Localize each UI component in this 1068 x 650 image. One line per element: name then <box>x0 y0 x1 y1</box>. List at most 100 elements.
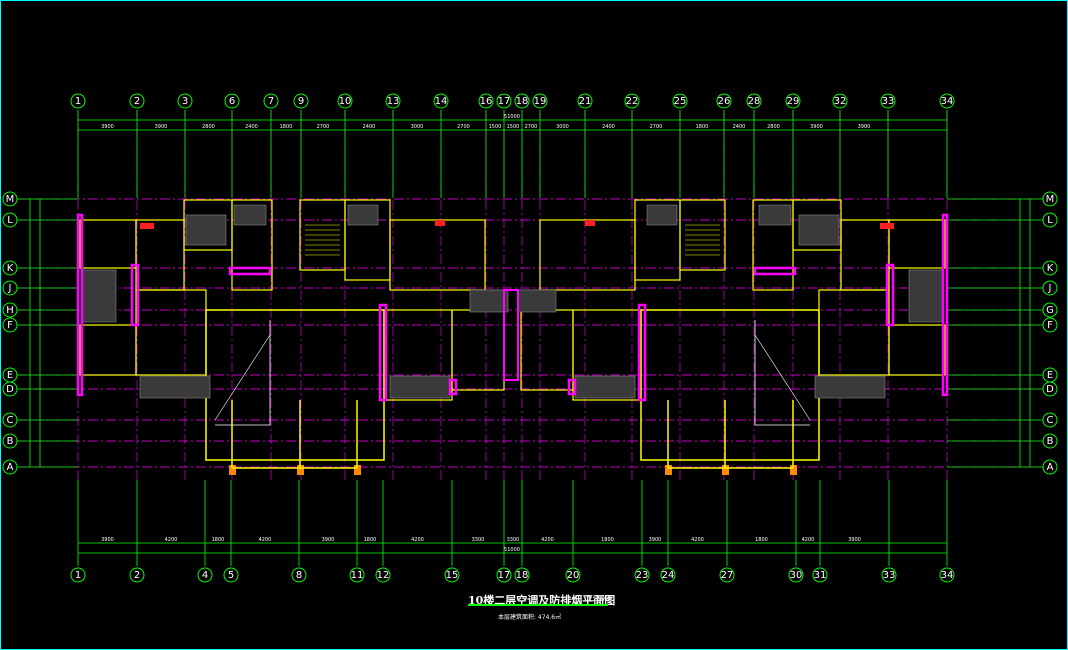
axis-bubble: 21 <box>577 93 593 109</box>
dim-label: 2400 <box>245 124 258 130</box>
axis-label: 3 <box>182 96 188 107</box>
axis-label: L <box>7 215 13 226</box>
axis-bubble: 28 <box>746 93 762 109</box>
axis-bubble: 18 <box>514 93 530 109</box>
axis-label: 17 <box>498 96 511 107</box>
column <box>722 465 729 475</box>
dim-label: 1800 <box>364 537 377 543</box>
drawing-title: 10楼二层空调及防排烟平面图 <box>468 594 616 607</box>
axis-bubble: D <box>2 381 18 397</box>
dim-label: 3900 <box>810 124 823 130</box>
dim-label: 2400 <box>733 124 746 130</box>
axis-label: 1 <box>75 570 81 581</box>
axis-label: C <box>7 415 14 426</box>
dim-label: 2700 <box>525 124 538 130</box>
title-underline <box>468 604 608 606</box>
axis-bubble: 2 <box>129 93 145 109</box>
axis-label: 18 <box>516 570 529 581</box>
axis-bubble: 17 <box>496 93 512 109</box>
column <box>790 465 797 475</box>
room-outline <box>135 289 207 376</box>
axis-bubble: 23 <box>634 567 650 583</box>
dim-label: 1500 <box>507 124 520 130</box>
axis-bubble: 30 <box>788 567 804 583</box>
axis-bubble: 34 <box>939 93 955 109</box>
dim-label: 1800 <box>212 537 225 543</box>
room-outline <box>539 219 636 291</box>
drawing-subtitle: 本层建筑面积: 474.6㎡ <box>498 614 562 621</box>
axis-bubble: 14 <box>433 93 449 109</box>
axis-bubble: 12 <box>375 567 391 583</box>
axis-label: 1 <box>75 96 81 107</box>
axis-bubble: 34 <box>939 567 955 583</box>
hatched-area <box>347 204 379 226</box>
axis-bubble: 6 <box>224 93 240 109</box>
axis-bubble: 1 <box>70 567 86 583</box>
axis-label: 8 <box>296 570 302 581</box>
room-outline <box>231 199 273 291</box>
axis-label: 31 <box>814 570 827 581</box>
hatched-area <box>798 214 840 246</box>
hatched-area <box>139 375 211 399</box>
dim-label: 3900 <box>101 124 114 130</box>
axis-bubble: A <box>2 459 18 475</box>
room-outline <box>130 263 140 327</box>
axis-bubble: K <box>1042 260 1058 276</box>
axis-bubble: 7 <box>263 93 279 109</box>
axis-label: M <box>1046 194 1055 205</box>
hatched-area <box>574 375 636 399</box>
axis-label: C <box>1047 415 1054 426</box>
axis-label: G <box>1046 305 1054 316</box>
axis-bubble: C <box>1042 412 1058 428</box>
axis-bubble: E <box>2 367 18 383</box>
axis-bubble: B <box>2 433 18 449</box>
dim-label: 1500 <box>489 124 502 130</box>
axis-bubble: H <box>2 302 18 318</box>
equipment-marker <box>880 223 894 229</box>
drawing-scale: 1:100 <box>587 594 611 603</box>
hatched-area <box>908 269 944 323</box>
dim-label: 2800 <box>202 124 215 130</box>
hatched-area <box>233 204 267 226</box>
axis-label: J <box>1048 283 1052 294</box>
room-outline <box>228 266 272 276</box>
axis-label: 9 <box>298 96 304 107</box>
axis-label: 2 <box>134 96 140 107</box>
axis-bubble: M <box>1042 191 1058 207</box>
axis-bubble: 22 <box>624 93 640 109</box>
dim-label: 2700 <box>317 124 330 130</box>
axis-label: J <box>8 283 12 294</box>
axis-label: 30 <box>790 570 803 581</box>
axis-label: 12 <box>377 570 390 581</box>
hatched-area <box>646 204 678 226</box>
column <box>354 465 361 475</box>
column <box>297 465 304 475</box>
room-outline <box>752 199 794 291</box>
axis-label: 25 <box>674 96 687 107</box>
axis-label: F <box>7 320 13 331</box>
axis-label: K <box>7 263 14 274</box>
axis-label: H <box>6 305 14 316</box>
axis-bubble: 8 <box>291 567 307 583</box>
axis-label: 13 <box>387 96 400 107</box>
axis-label: E <box>7 370 13 381</box>
duct-line <box>754 320 810 426</box>
room-outline <box>448 378 458 396</box>
axis-bubble: 33 <box>881 567 897 583</box>
room-outline <box>753 266 797 276</box>
equipment-marker <box>140 223 154 229</box>
room-outline <box>885 263 895 327</box>
dim-label: 2400 <box>363 124 376 130</box>
hatched-area <box>185 214 227 246</box>
axis-label: 19 <box>534 96 547 107</box>
room-outline <box>818 289 890 376</box>
hatched-area <box>517 289 557 313</box>
axis-label: 21 <box>579 96 592 107</box>
axis-bubble: 19 <box>532 93 548 109</box>
column <box>229 465 236 475</box>
axis-label: 6 <box>229 96 235 107</box>
axis-bubble: 4 <box>197 567 213 583</box>
axis-label: 34 <box>941 570 954 581</box>
